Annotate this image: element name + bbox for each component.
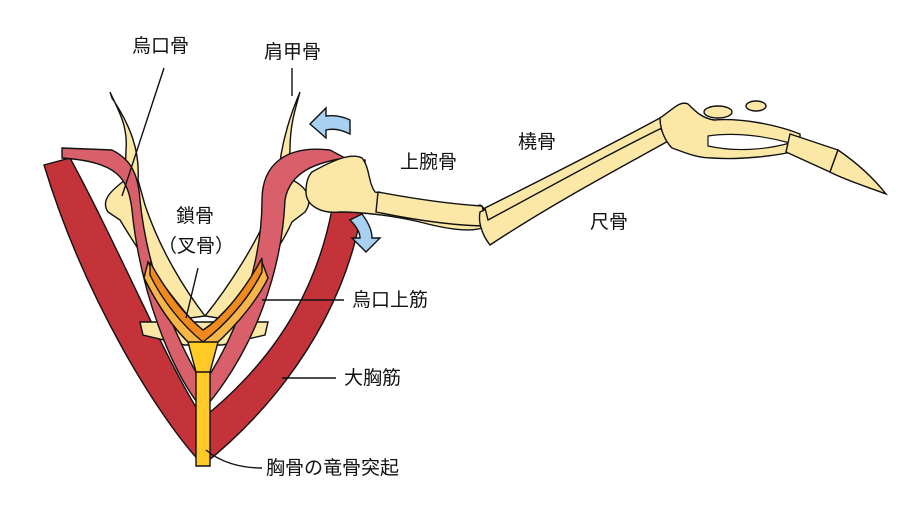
tendon-orange-band xyxy=(149,257,263,343)
carpal-bone-1 xyxy=(703,105,733,119)
sternum-keel xyxy=(195,359,211,467)
upstroke-arrow-icon xyxy=(308,106,351,140)
coracoid-label: 烏口骨 xyxy=(132,35,189,57)
humerus-bone xyxy=(375,191,489,227)
phalanx-1-bone xyxy=(785,133,839,173)
clavicle-leader-line xyxy=(185,267,199,319)
keel-label: 胸骨の竜骨突起 xyxy=(266,457,399,479)
phalanx-2-bone xyxy=(829,148,889,196)
coracoid-leader-line xyxy=(121,67,165,197)
scapula-label: 肩甲骨 xyxy=(264,41,321,63)
ulna-bone xyxy=(478,127,672,246)
radius-bone xyxy=(484,117,668,222)
ulna-label: 尺骨 xyxy=(590,211,628,233)
humerus-label: 上腕骨 xyxy=(400,151,457,173)
carpal-bone-2 xyxy=(745,100,767,112)
pectoralis-label: 大胸筋 xyxy=(344,367,401,389)
downstroke-arrow-icon xyxy=(348,213,382,253)
furcula-hypocleideum xyxy=(187,341,219,373)
clavicle-label: 鎖骨 xyxy=(176,205,214,227)
pectoralis-right-muscle xyxy=(202,159,366,467)
supracoracoideus-label: 烏口上筋 xyxy=(352,289,428,311)
radius-label: 橈骨 xyxy=(518,131,556,153)
keel-leader-line xyxy=(205,449,263,469)
furcula-label: （叉骨） xyxy=(158,235,234,257)
